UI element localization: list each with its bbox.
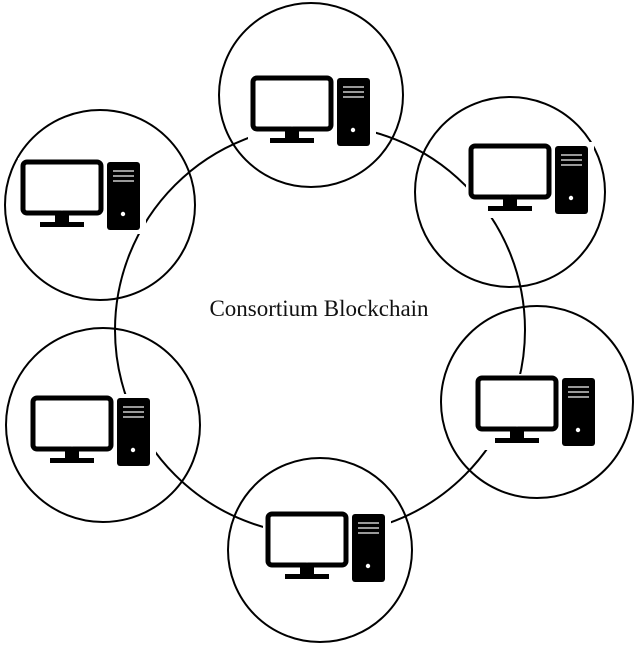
desktop-computer-icon: [248, 74, 376, 150]
diagram-title: Consortium Blockchain: [209, 296, 429, 321]
node-circle: [218, 2, 404, 188]
node-bottom-left: [5, 327, 201, 523]
node-top: [218, 2, 404, 188]
desktop-computer-icon: [18, 158, 146, 234]
node-circle: [414, 96, 606, 288]
node-top-right: [414, 96, 606, 288]
node-circle: [440, 305, 634, 499]
node-right: [440, 305, 634, 499]
node-circle: [227, 457, 413, 643]
node-top-left: [4, 109, 196, 301]
node-circle: [4, 109, 196, 301]
desktop-computer-icon: [466, 142, 594, 218]
desktop-computer-icon: [473, 374, 601, 450]
node-bottom: [227, 457, 413, 643]
desktop-computer-icon: [263, 510, 391, 586]
node-circle: [5, 327, 201, 523]
desktop-computer-icon: [28, 394, 156, 470]
